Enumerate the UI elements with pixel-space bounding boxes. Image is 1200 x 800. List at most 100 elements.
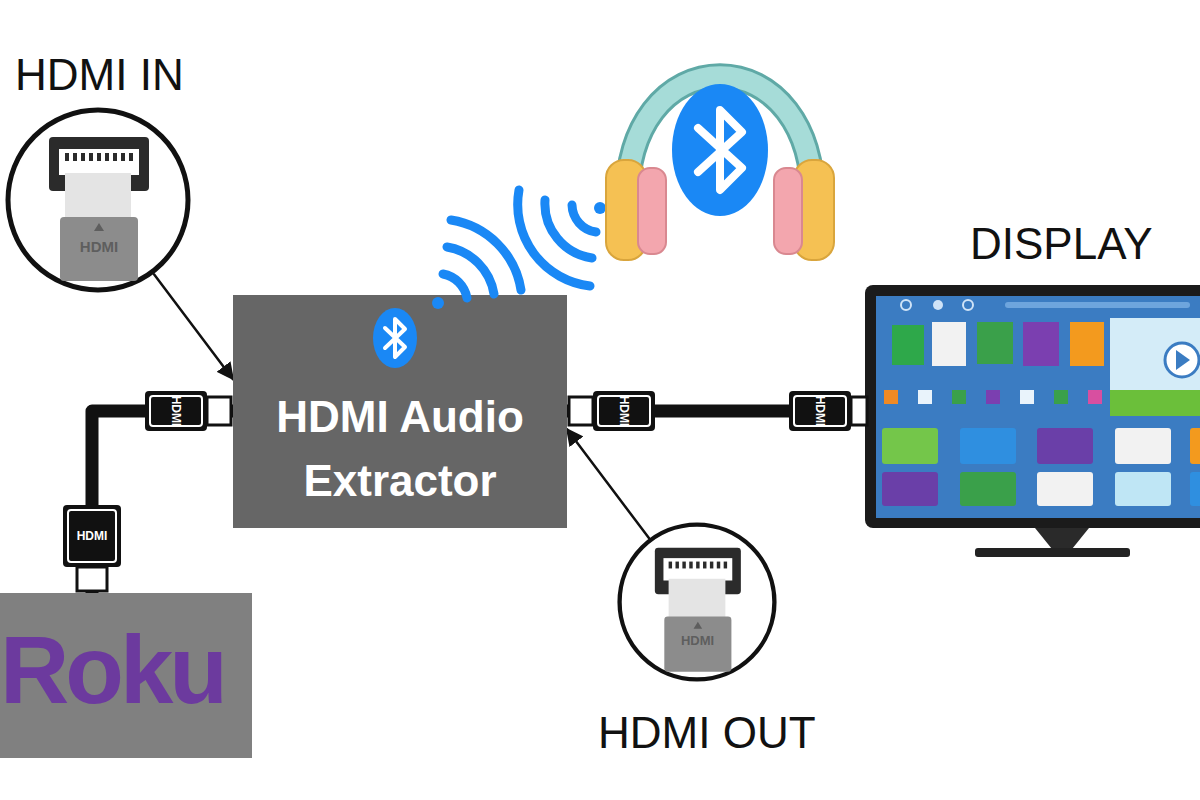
port-pin	[717, 562, 720, 569]
app-tile	[1190, 428, 1200, 464]
port-pin	[89, 153, 93, 161]
app-tile	[1115, 472, 1171, 506]
leader-arrow	[154, 274, 233, 379]
hdmi-plug	[63, 505, 121, 567]
screen-icon	[1020, 390, 1034, 404]
app-tile	[882, 472, 938, 506]
plug-arrow	[94, 223, 104, 231]
port-pin	[73, 153, 77, 161]
ear-pad	[638, 168, 666, 254]
plug-label: HDMI	[618, 396, 630, 427]
plug-arrow	[694, 622, 703, 629]
callout-heading: HDMI OUT	[598, 708, 858, 759]
wave-dot	[594, 202, 606, 214]
screen-icon	[933, 300, 943, 310]
port-pin	[724, 562, 727, 569]
port-pin	[129, 153, 133, 161]
port-pin	[682, 562, 685, 569]
brand-logo: Roku	[0, 615, 252, 725]
hdmi-cable	[92, 411, 233, 593]
port-pin	[710, 562, 713, 569]
app-tile	[960, 472, 1016, 506]
video-grass	[1110, 390, 1200, 416]
plug-ribbon	[669, 579, 726, 619]
tv-base	[975, 548, 1130, 557]
plug-ribbon	[65, 173, 131, 219]
screen-icon	[901, 300, 911, 310]
tv-frame	[865, 285, 1200, 528]
hdmi-plug-tip	[207, 397, 231, 425]
port-pin	[113, 153, 117, 161]
bluetooth-rune	[698, 110, 742, 190]
ear-cup	[794, 160, 834, 260]
hdmi-plug	[664, 617, 731, 672]
roku-box: Roku	[0, 593, 252, 758]
bluetooth-rune	[385, 319, 405, 357]
play-button	[1165, 343, 1199, 377]
screen-icon	[963, 300, 973, 310]
plug-label: HDMI	[77, 530, 108, 542]
port-pin	[696, 562, 699, 569]
hdmi-plug-outline	[150, 396, 202, 426]
display-heading: DISPLAY	[970, 219, 1200, 270]
screen-bar	[1005, 302, 1190, 308]
device-name: HDMI Audio Extractor	[233, 385, 567, 513]
display-tv: DISPLAY	[865, 285, 1200, 560]
plug-label: HDMI	[814, 396, 826, 427]
extractor-box: HDMI Audio Extractor	[233, 295, 567, 528]
port-pin	[121, 153, 125, 161]
app-tile	[1115, 428, 1171, 464]
bluetooth-badge	[672, 84, 768, 216]
app-tile	[932, 322, 966, 366]
hdmi-plug	[789, 391, 851, 431]
hdmi-plug	[593, 391, 655, 431]
port-pin	[81, 153, 85, 161]
callout-outline	[617, 522, 777, 682]
ear-pad	[774, 168, 802, 254]
wireless-wave	[572, 205, 596, 232]
hdmi-plug-outline	[68, 510, 116, 562]
app-tile	[1070, 322, 1104, 366]
hdmi-plug	[145, 391, 207, 431]
plug-label: HDMI	[170, 396, 182, 427]
screen-icon	[986, 390, 1000, 404]
video-tile	[1110, 318, 1200, 416]
app-tile	[1023, 322, 1059, 366]
hdmi-plug-outline	[598, 396, 650, 426]
port-pin	[97, 153, 101, 161]
screen-icon	[952, 390, 966, 404]
callout-outline	[5, 107, 191, 293]
plug-label: HDMI	[60, 238, 138, 255]
port-callout-circle: HDMI INHDMI	[5, 107, 191, 293]
headband-outline	[627, 76, 812, 215]
leader-arrow	[567, 429, 649, 538]
wave-dot	[432, 297, 444, 309]
hdmi-plug	[60, 217, 138, 281]
plug-label: HDMI	[664, 634, 731, 649]
play-icon	[1176, 350, 1190, 370]
wireless-wave	[447, 247, 494, 294]
headband	[627, 76, 812, 215]
app-tile	[1037, 472, 1093, 506]
hdmi-plug-tip	[77, 567, 107, 591]
callout-heading: HDMI IN	[15, 50, 255, 101]
port-pin	[703, 562, 706, 569]
app-tile	[1037, 428, 1093, 464]
callout-circle	[8, 110, 188, 290]
app-tile	[1190, 472, 1200, 506]
screen-icon	[1088, 390, 1102, 404]
hdmi-plug-tip	[569, 397, 593, 425]
app-tile	[960, 428, 1016, 464]
port-pin	[689, 562, 692, 569]
port-pin	[675, 562, 678, 569]
port-callout-circle: HDMIHDMI OUT	[617, 522, 777, 682]
wireless-wave	[545, 200, 592, 258]
screen-icon	[1054, 390, 1068, 404]
wireless-wave	[518, 190, 590, 286]
bluetooth-badge	[373, 308, 417, 368]
ear-cup	[606, 160, 646, 260]
app-tile	[977, 322, 1013, 364]
screen-icon	[884, 390, 898, 404]
